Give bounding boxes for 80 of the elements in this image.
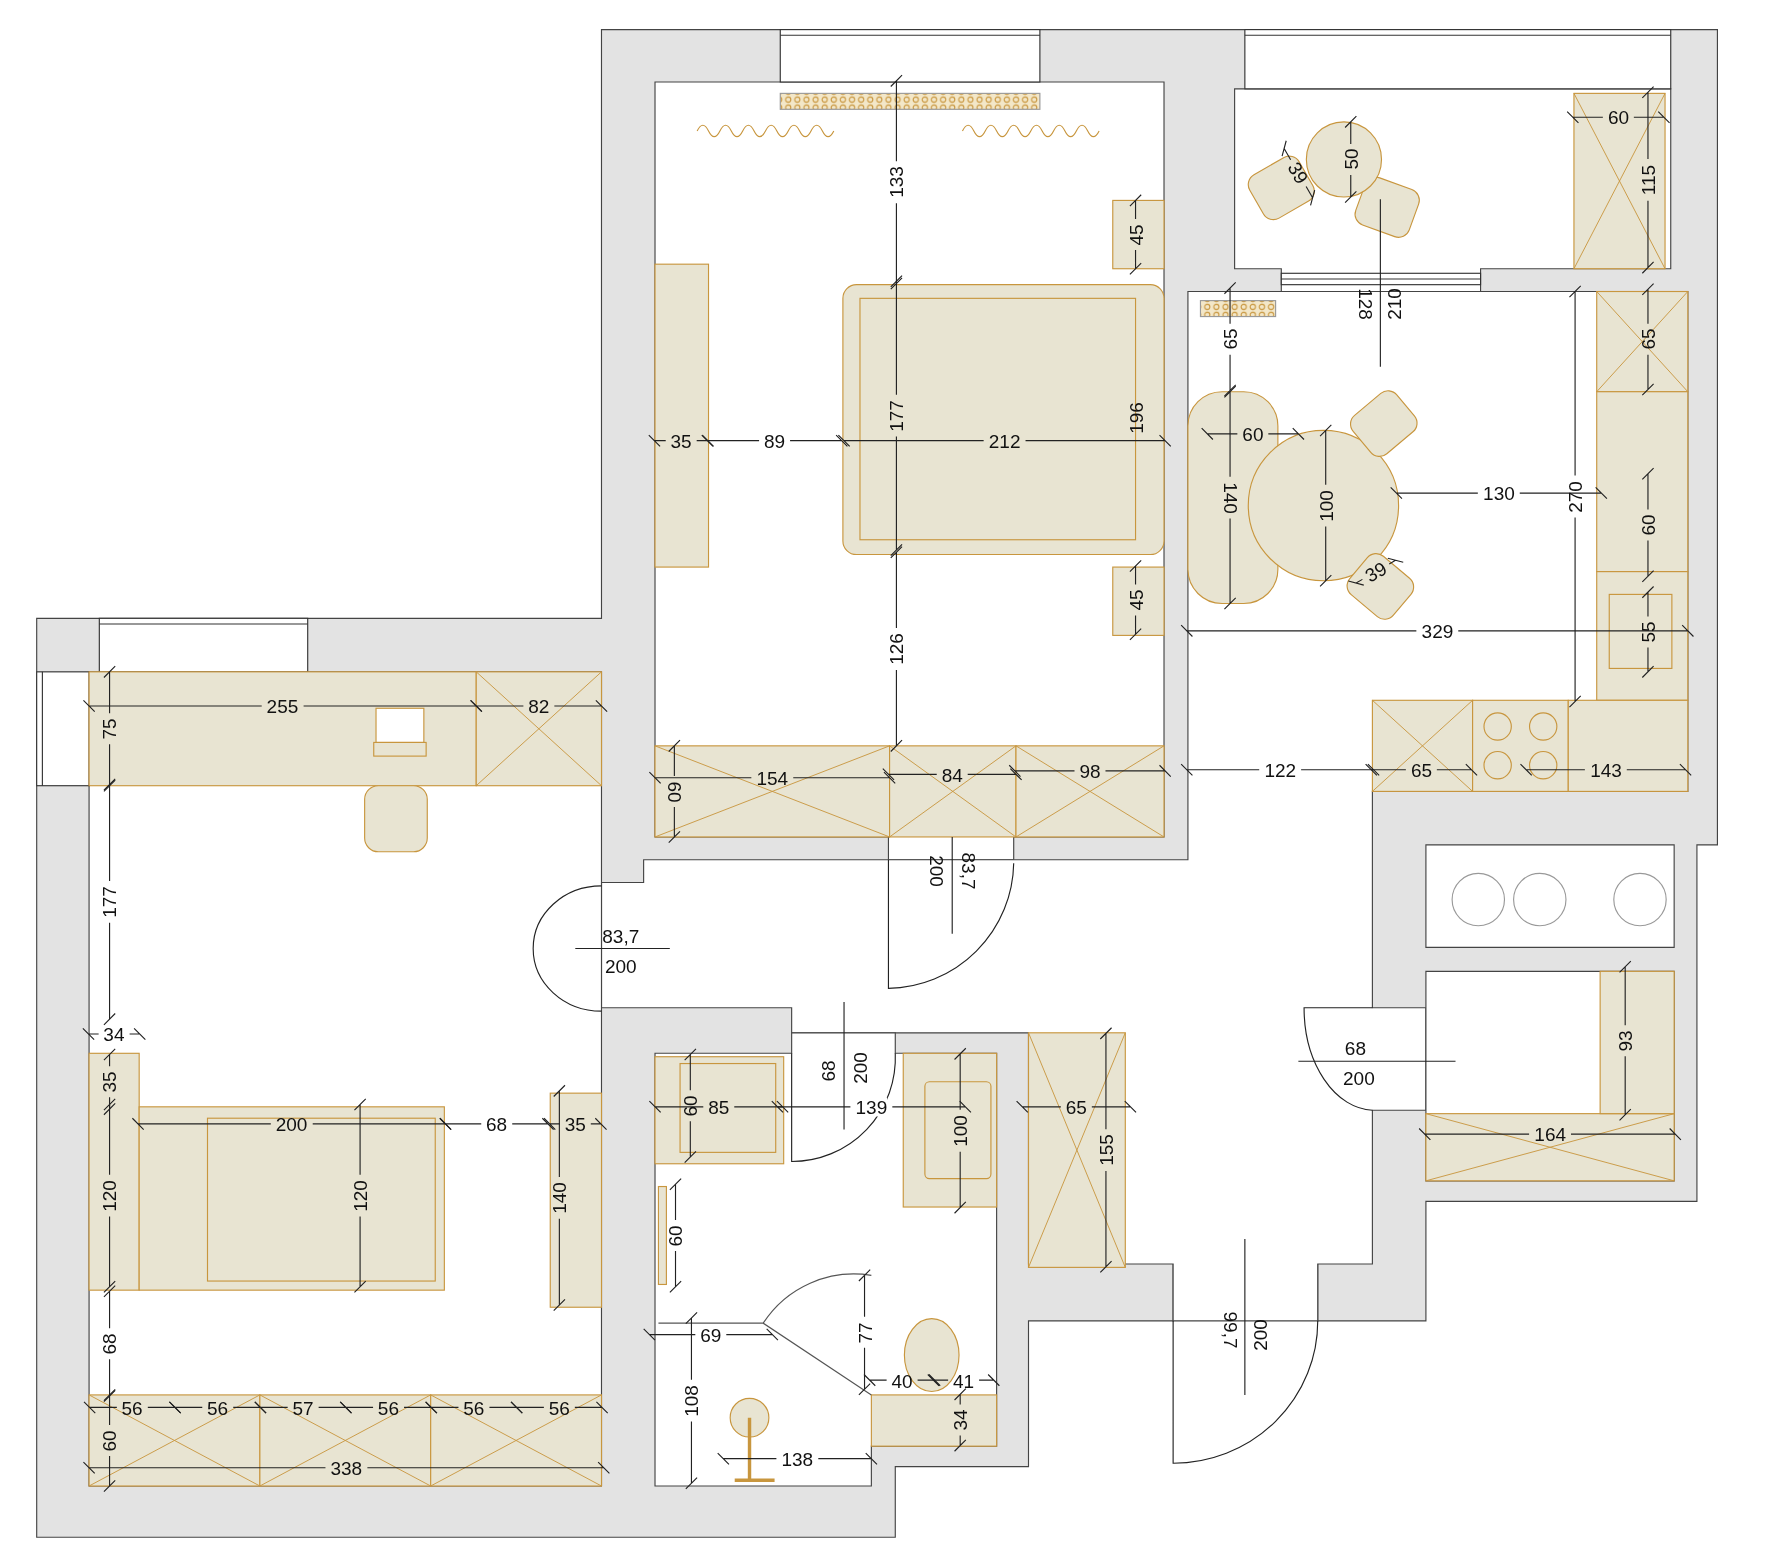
dimension-label: 40 <box>891 1371 913 1390</box>
dimension-label: 68 <box>1344 1038 1366 1058</box>
dimension-label: 83,7 <box>958 852 978 890</box>
dimension-label: 68 <box>486 1114 508 1134</box>
dimension-label: 39 <box>1284 159 1312 188</box>
dimension-label: 60 <box>1242 424 1264 444</box>
dimension-label: 85 <box>708 1097 730 1117</box>
dimension-label: 57 <box>292 1398 314 1418</box>
dimension-label: 56 <box>463 1398 485 1418</box>
dimension-label: 154 <box>756 768 789 788</box>
dimension-label: 212 <box>988 431 1021 451</box>
dimension-label: 56 <box>548 1398 570 1418</box>
dimension-label: 83,7 <box>602 926 640 946</box>
dimension-label: 84 <box>941 765 963 785</box>
dimension-label: 56 <box>121 1398 143 1418</box>
dimension-label: 177 <box>886 399 906 432</box>
dimension-label: 60 <box>680 1095 700 1117</box>
dimension-label: 56 <box>377 1398 399 1418</box>
dimension-label: 65 <box>1220 328 1240 350</box>
dimension-label: 200 <box>604 956 637 976</box>
dimension-label: 68 <box>818 1060 838 1082</box>
dimension-label: 139 <box>855 1097 888 1117</box>
dimension-label: 130 <box>1483 483 1515 503</box>
dimension-label: 45 <box>1126 224 1146 246</box>
dimension-label: 120 <box>99 1180 119 1212</box>
dimension-label: 60 <box>665 1225 685 1247</box>
dimension-label: 65 <box>1638 328 1658 350</box>
dimension-label: 122 <box>1264 760 1297 780</box>
dimension-label: 196 <box>1126 402 1146 434</box>
dimension-label: 100 <box>1316 489 1336 522</box>
dimension-label: 133 <box>886 166 906 199</box>
dimension-label: 35 <box>670 431 692 451</box>
dimension-label: 338 <box>330 1458 363 1478</box>
dimension-label: 143 <box>1590 760 1622 780</box>
dimension-label: 39 <box>1362 558 1390 586</box>
dimension-label: 100 <box>950 1115 970 1147</box>
dimension-label: 60 <box>99 1430 119 1452</box>
dimension-label: 255 <box>266 696 299 716</box>
dimension-label: 177 <box>99 886 119 918</box>
dimension-label: 200 <box>1250 1319 1270 1351</box>
dimension-label: 35 <box>564 1114 586 1134</box>
dimension-label: 164 <box>1534 1124 1567 1144</box>
dimension-label: 99,7 <box>1220 1311 1240 1349</box>
dimension-label: 68 <box>99 1333 119 1355</box>
dimension-label: 41 <box>953 1371 975 1390</box>
dimension-label: 75 <box>99 718 119 740</box>
dimension-label: 50 <box>1341 148 1361 170</box>
dimension-label: 128 <box>1355 288 1375 320</box>
dimension-label: 329 <box>1421 621 1454 641</box>
dimension-label: 82 <box>528 696 550 716</box>
dimension-label: 35 <box>99 1071 119 1093</box>
dimension-label: 60 <box>1608 107 1630 127</box>
dimension-label: 210 <box>1384 288 1404 320</box>
dimension-label: 55 <box>1638 621 1658 643</box>
dimension-label: 140 <box>549 1182 569 1215</box>
dimension-label: 60 <box>664 781 684 803</box>
dimension-label: 98 <box>1079 761 1101 781</box>
dimension-label: 270 <box>1565 480 1585 513</box>
dimension-label: 200 <box>1343 1068 1375 1087</box>
dimension-label: 65 <box>1065 1097 1087 1117</box>
dimension-label: 69 <box>700 1325 722 1345</box>
dimension-label: 89 <box>763 431 786 451</box>
dimension-label: 115 <box>1638 164 1658 196</box>
dimension-label: 34 <box>950 1409 970 1431</box>
dimension-label: 138 <box>781 1449 814 1469</box>
dimension-label: 155 <box>1096 1134 1116 1167</box>
dimension-label: 65 <box>1410 760 1433 780</box>
dimension-label: 126 <box>886 633 906 666</box>
dimension-label: 140 <box>1220 481 1240 514</box>
dimension-label: 120 <box>350 1180 370 1212</box>
dimension-label: 77 <box>855 1322 874 1344</box>
dimension-label: 60 <box>1638 514 1658 536</box>
dimension-label: 200 <box>275 1114 308 1134</box>
dimension-label: 93 <box>1615 1030 1635 1052</box>
dimension-label: 34 <box>103 1024 125 1044</box>
dimension-label: 108 <box>681 1385 701 1417</box>
dimension-label: 56 <box>207 1398 229 1418</box>
dimension-label: 200 <box>926 855 946 888</box>
dimension-label: 200 <box>850 1052 870 1085</box>
dimension-label: 45 <box>1126 589 1146 611</box>
